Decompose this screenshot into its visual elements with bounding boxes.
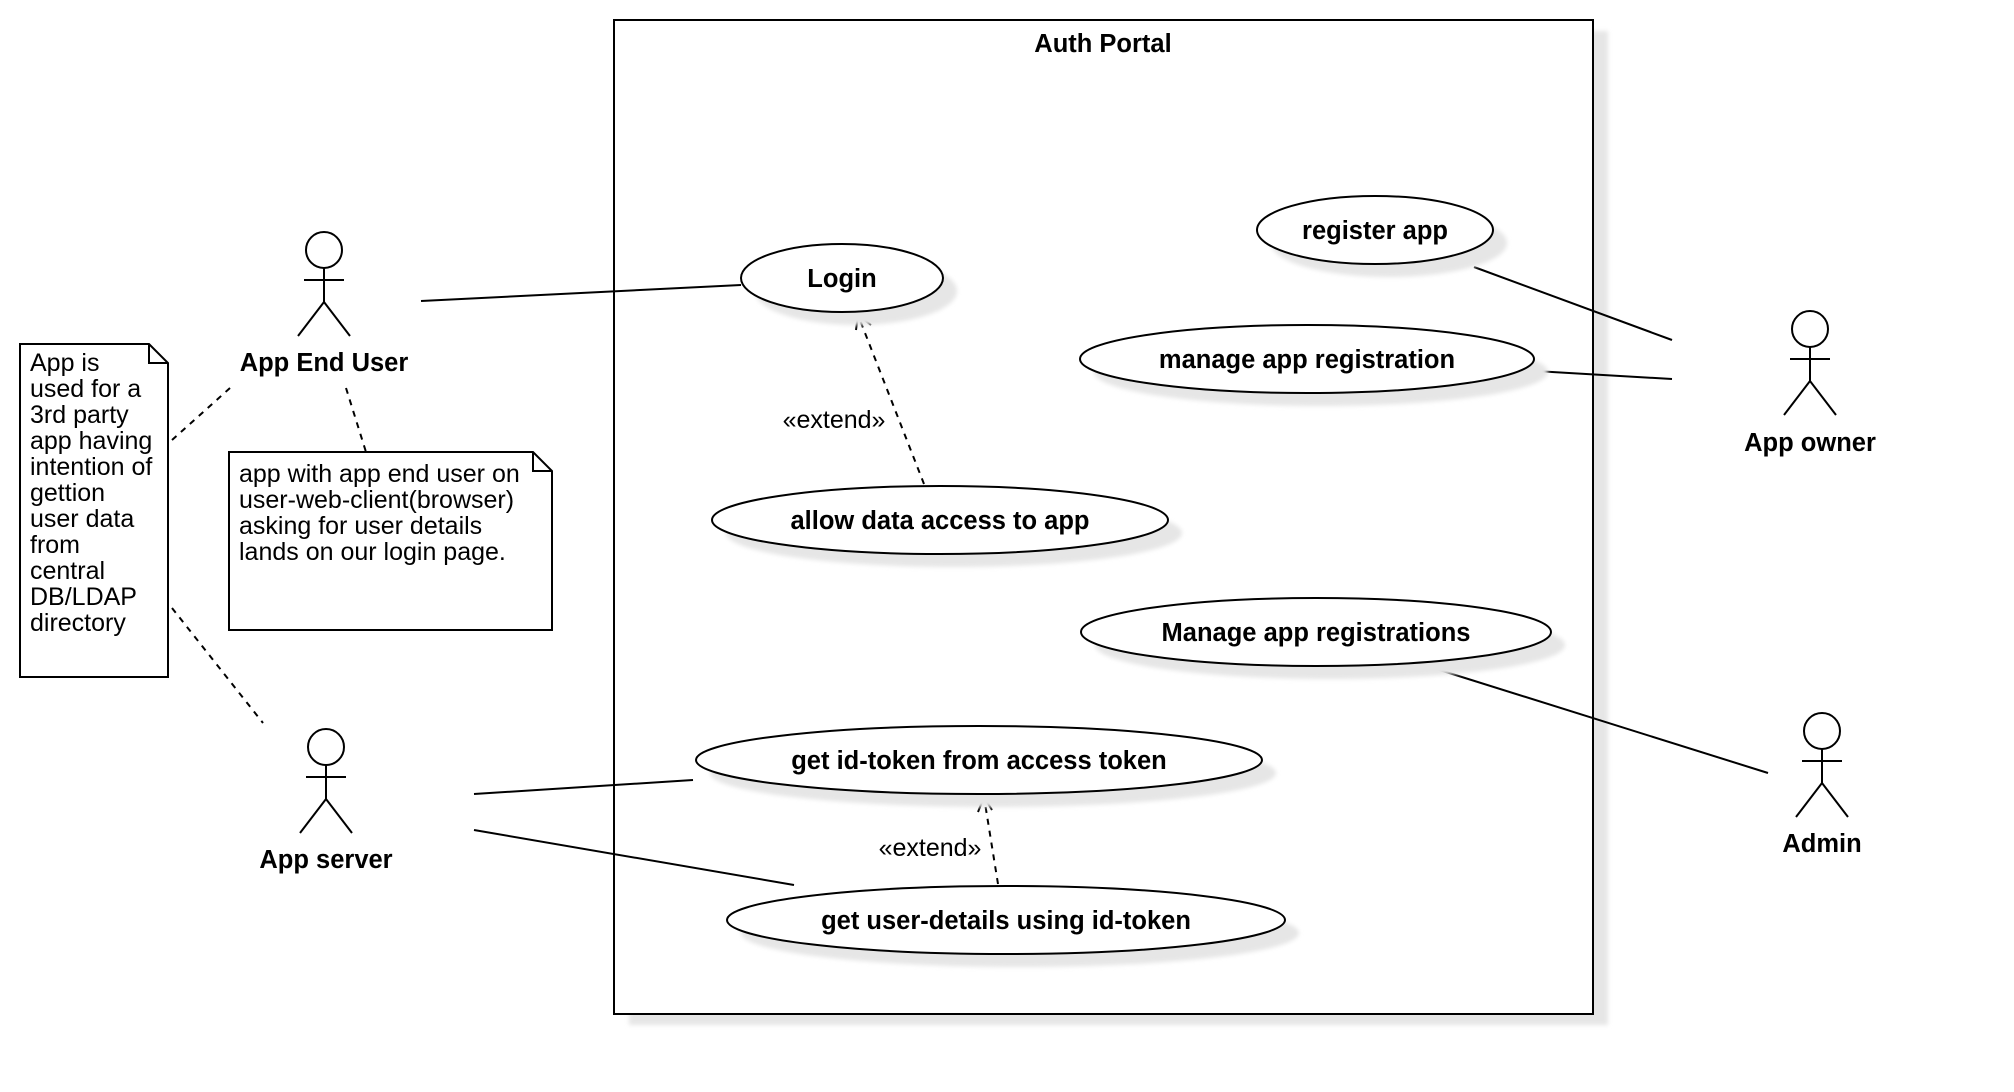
use-case-manage-app-registrations[interactable]: Manage app registrations: [1080, 597, 1565, 679]
actor-app-server-label: App server: [259, 846, 392, 874]
note-third-party-app-text: App is used for a 3rd party app having i…: [30, 349, 159, 637]
assoc-enduser-login: [420, 284, 742, 302]
note-anchor-login-page: [345, 387, 367, 453]
actor-app-end-user-label: App End User: [240, 349, 409, 377]
assoc-server-userdetails: [473, 829, 795, 886]
note-third-party-app: App is used for a 3rd party app having i…: [19, 343, 169, 678]
actor-admin[interactable]: Admin: [1782, 712, 1862, 858]
use-case-manage-app-registration-label: manage app registration: [1159, 346, 1455, 374]
note-line: intention of: [30, 453, 152, 481]
use-case-get-user-details[interactable]: get user-details using id-token: [726, 885, 1299, 967]
use-case-get-user-details-label: get user-details using id-token: [821, 907, 1191, 935]
note-line: central: [30, 557, 105, 585]
use-case-login[interactable]: Login: [740, 243, 957, 325]
actor-admin-label: Admin: [1782, 830, 1861, 858]
use-case-allow-data-access[interactable]: allow data access to app: [711, 485, 1182, 567]
use-case-get-id-token[interactable]: get id-token from access token: [695, 725, 1276, 807]
note-line: app with app end user on: [239, 460, 520, 488]
actor-app-owner-label: App owner: [1744, 429, 1876, 457]
stick-figure-icon: [1783, 310, 1837, 416]
note-line: asking for user details: [239, 512, 482, 540]
use-case-get-id-token-label: get id-token from access token: [791, 747, 1167, 775]
note-line: app having: [30, 427, 152, 455]
note-line: gettion: [30, 479, 105, 507]
connectors: [171, 266, 1769, 886]
system-title: Auth Portal: [1034, 30, 1171, 58]
assoc-admin-manage-registrations: [1429, 666, 1769, 774]
extend-userdetails-to-idtoken: [983, 796, 999, 885]
note-line: lands on our login page.: [239, 538, 506, 566]
note-login-page: app with app end user on user-web-client…: [228, 451, 553, 631]
assoc-owner-manage: [1534, 370, 1673, 380]
note-line: from: [30, 531, 80, 559]
note-line: user data: [30, 505, 134, 533]
extend-label-login: «extend»: [783, 406, 886, 434]
note-line: App is: [30, 349, 99, 377]
note-anchor-enduser: [171, 387, 231, 441]
note-line: directory: [30, 609, 126, 637]
use-case-manage-app-registrations-label: Manage app registrations: [1162, 619, 1471, 647]
note-line: 3rd party: [30, 401, 129, 429]
note-anchor-server: [171, 607, 264, 724]
extend-label-idtoken: «extend»: [879, 834, 982, 862]
use-case-register-app-label: register app: [1302, 217, 1448, 245]
actor-app-owner[interactable]: App owner: [1744, 310, 1876, 457]
stick-figure-icon: [297, 231, 351, 337]
note-line: DB/LDAP: [30, 583, 137, 611]
use-case-allow-data-access-label: allow data access to app: [790, 507, 1089, 535]
actor-app-end-user[interactable]: App End User: [240, 231, 409, 377]
use-case-register-app[interactable]: register app: [1256, 195, 1507, 277]
note-login-page-text: app with app end user on user-web-client…: [239, 460, 527, 566]
note-line: user-web-client(browser): [239, 486, 514, 514]
stick-figure-icon: [299, 728, 353, 834]
actor-app-server[interactable]: App server: [259, 728, 393, 874]
note-line: used for a: [30, 375, 141, 403]
use-case-manage-app-registration[interactable]: manage app registration: [1079, 324, 1548, 406]
use-case-login-label: Login: [807, 265, 876, 293]
stick-figure-icon: [1795, 712, 1849, 818]
assoc-owner-register: [1473, 266, 1673, 341]
assoc-server-idtoken: [473, 779, 694, 795]
